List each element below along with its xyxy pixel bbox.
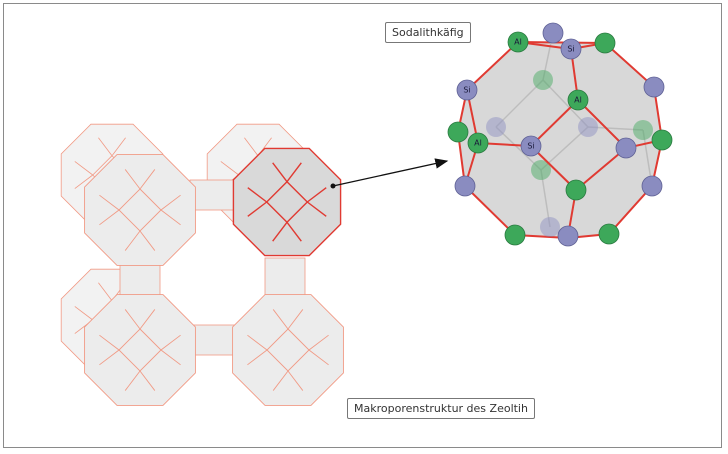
back-bond [540, 169, 551, 228]
atom-symbol: Al [574, 96, 582, 105]
pointer-arrow [332, 158, 449, 187]
back-atom [533, 70, 553, 90]
back-atom [540, 217, 560, 237]
back-atom [531, 160, 551, 180]
al-atom [598, 223, 620, 245]
si-atom [454, 175, 476, 197]
back-bond [495, 126, 542, 171]
al-atom [594, 32, 616, 54]
al-atom [504, 224, 526, 246]
atom-symbol: Al [474, 139, 482, 148]
back-atom [486, 117, 506, 137]
cage-edge [577, 99, 627, 149]
si-atom [643, 76, 665, 98]
si-atom [615, 137, 637, 159]
al-atom [565, 179, 587, 201]
al-atom [651, 129, 673, 151]
arrow-origin-dot [330, 183, 336, 189]
highlighted-sodalite-cage [232, 147, 342, 257]
si-atom: Si [560, 38, 582, 60]
si-atom: Si [456, 79, 478, 101]
figure-frame [3, 3, 722, 448]
cage-edge [530, 99, 579, 147]
back-bond [542, 79, 589, 128]
al-atom [447, 121, 469, 143]
macropore-structure-label: Makroporenstruktur des Zeoltih [347, 398, 535, 419]
si-atom [542, 22, 564, 44]
al-atom: Al [567, 89, 589, 111]
prism-bottom [189, 324, 236, 356]
cage-top-left [84, 154, 196, 266]
si-atom [557, 225, 579, 247]
atom-symbol: Al [514, 38, 522, 47]
al-atom: Al [467, 132, 489, 154]
back-atom [578, 117, 598, 137]
si-atom: Si [520, 135, 542, 157]
atom-symbol: Si [567, 45, 574, 54]
atom-symbol: Si [527, 142, 534, 151]
al-atom: Al [507, 31, 529, 53]
prism-right [264, 257, 306, 299]
back-bond [587, 126, 644, 131]
cage-edge [575, 147, 627, 191]
cage-bottom-left [84, 294, 196, 406]
si-atom [641, 175, 663, 197]
back-atom [633, 120, 653, 140]
back-bond [495, 79, 544, 128]
cage-edge [530, 145, 577, 191]
prism-top [189, 179, 236, 211]
atom-symbol: Si [463, 86, 470, 95]
cage-bottom-right [232, 294, 344, 406]
sodalite-cage-label: Sodalithkäfig [385, 22, 471, 43]
